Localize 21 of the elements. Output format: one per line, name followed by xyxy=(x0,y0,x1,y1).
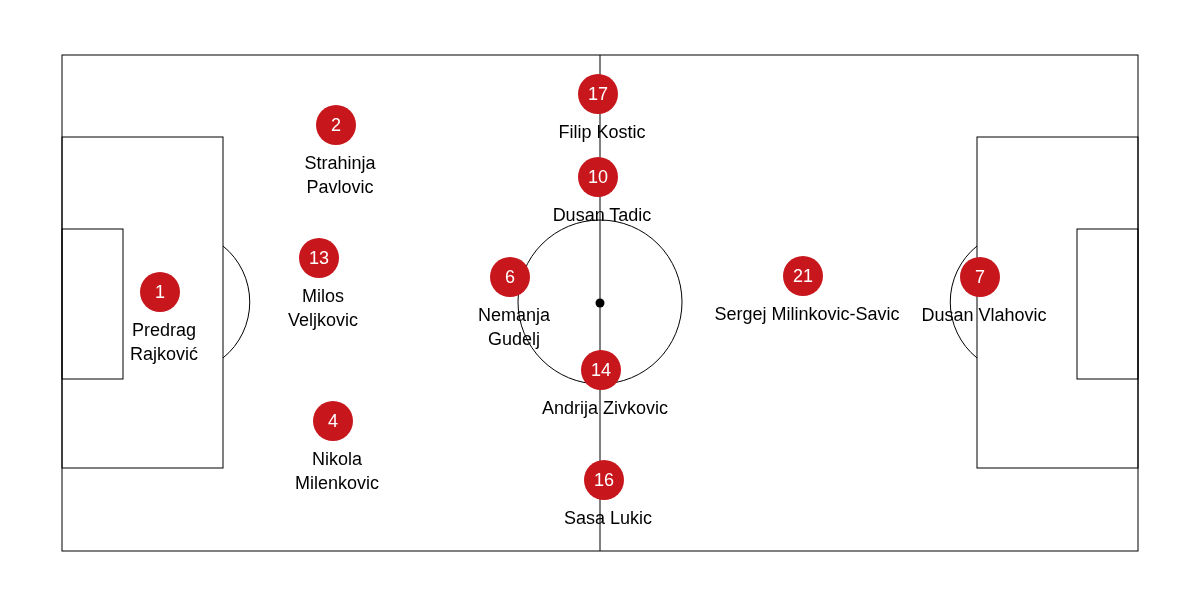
player-name: Nikola Milenkovic xyxy=(294,448,380,495)
player-marker: 16 xyxy=(584,460,624,500)
player-name: Sasa Lukic xyxy=(562,507,654,530)
player-marker: 10 xyxy=(578,157,618,197)
player-marker: 4 xyxy=(313,401,353,441)
player-name: Predrag Rajković xyxy=(129,319,199,366)
player-name: Milos Veljkovic xyxy=(287,285,359,332)
player-name: Andrija Zivkovic xyxy=(540,397,669,420)
player-marker: 14 xyxy=(581,350,621,390)
player-name: Dusan Vlahovic xyxy=(920,304,1048,327)
player-marker: 2 xyxy=(316,105,356,145)
player-name: Strahinja Pavlovic xyxy=(303,152,377,199)
player-marker: 17 xyxy=(578,74,618,114)
player-name: Sergej Milinkovic-Savic xyxy=(713,303,901,326)
player-marker: 13 xyxy=(299,238,339,278)
player-marker: 1 xyxy=(140,272,180,312)
player-name: Filip Kostic xyxy=(557,121,647,144)
player-marker: 21 xyxy=(783,256,823,296)
player-marker: 7 xyxy=(960,257,1000,297)
player-marker: 6 xyxy=(490,257,530,297)
player-name: Dusan Tadic xyxy=(551,204,653,227)
